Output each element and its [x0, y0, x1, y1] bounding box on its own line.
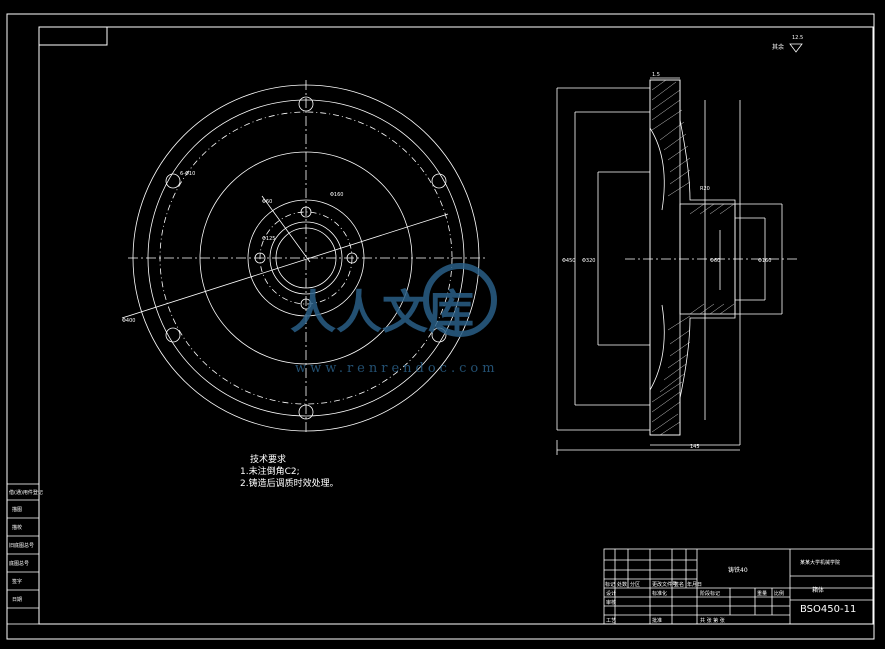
- title-row-label-1: 处数: [617, 581, 627, 588]
- title-institution: 某某大学机械学院: [800, 559, 840, 566]
- title-material: 铸铁40: [728, 566, 748, 574]
- dim-side-top: 1.5: [652, 72, 660, 78]
- title-process-label: 工艺: [606, 618, 616, 624]
- dim-side-mid: Φ320: [582, 258, 595, 264]
- side-view-dimensions: 1.5 Φ450 Φ320 Φ160 Φ60 R20 145: [562, 72, 771, 450]
- title-sheet-label: 共 张 第 张: [700, 617, 725, 624]
- roughness-symbol: 其余 12.5: [772, 35, 803, 53]
- title-stage-label: 阶段标记: [700, 590, 720, 597]
- front-view-dimensions: 6-Φ10 Φ400 Φ160 Φ60 Φ125: [122, 171, 343, 324]
- watermark-brand: 人人文库: [290, 285, 474, 339]
- title-row-label-0: 标记: [605, 581, 615, 588]
- hub-holes: [254, 206, 358, 310]
- dim-side-large: Φ450: [562, 258, 575, 264]
- title-approve-label: 批准: [652, 617, 662, 624]
- title-row-label-3: 更改文件号: [652, 581, 677, 588]
- roughness-value: 12.5: [792, 35, 803, 41]
- dim-side-bottom: 145: [690, 444, 700, 450]
- side-stamp-labels: 借(通)用件登记 描图 描校 旧底图总号 底图总号 签字 日期: [9, 489, 43, 603]
- dim-front-inner: Φ125: [262, 236, 275, 242]
- title-standardization-label: 标准化: [652, 590, 667, 597]
- title-drawing-number: BSO450-11: [800, 604, 856, 615]
- title-row-label-2: 分区: [630, 581, 640, 588]
- stamp-label-5: 签字: [12, 578, 22, 585]
- title-weight-label: 重量: [757, 590, 767, 597]
- stamp-label-2: 描校: [12, 524, 22, 531]
- tech-req-item-1: 1.未注倒角C2;: [240, 465, 300, 477]
- title-scale-label: 比例: [774, 590, 784, 597]
- dim-side-bore: Φ160: [758, 258, 771, 264]
- front-view: [121, 80, 486, 432]
- drawing-frame: [6, 13, 875, 640]
- title-design-label: 设计: [606, 590, 616, 597]
- title-row-label-4: 签名: [674, 581, 684, 588]
- watermark-url: www.renrendoc.com: [295, 361, 499, 376]
- dim-front-small: Φ60: [262, 199, 272, 205]
- watermark: 人人文库 www.renrendoc.com: [290, 263, 499, 376]
- side-view: [556, 77, 800, 455]
- section-hatching: [651, 79, 735, 436]
- stamp-label-6: 日期: [12, 597, 22, 603]
- dim-side-hub: Φ60: [710, 258, 720, 264]
- title-review-label: 审核: [606, 599, 616, 606]
- title-block-text: 铸铁40 某某大学机械学院 箱体 BSO450-11 标记 处数 分区 更改文件…: [605, 559, 856, 624]
- title-block: [603, 548, 874, 625]
- stamp-label-4: 底图总号: [9, 560, 29, 567]
- dim-front-pcd: Φ400: [122, 318, 135, 324]
- tech-req-item-2: 2.铸造后调质时效处理。: [240, 477, 339, 489]
- roughness-label: 其余: [772, 43, 784, 51]
- title-row-label-5: 年月日: [687, 581, 702, 588]
- dim-front-center: Φ160: [330, 192, 343, 198]
- stamp-label-0: 借(通)用件登记: [9, 489, 43, 496]
- stamp-label-3: 旧底图总号: [9, 542, 34, 549]
- dim-side-radius: R20: [700, 186, 710, 192]
- stamp-label-1: 描图: [12, 506, 22, 513]
- tech-req-title: 技术要求: [250, 453, 286, 465]
- tech-requirements: 技术要求 1.未注倒角C2; 2.铸造后调质时效处理。: [240, 453, 339, 489]
- title-part-name: 箱体: [812, 586, 824, 594]
- dim-front-hole: 6-Φ10: [180, 171, 195, 177]
- side-stamp-block: [6, 483, 40, 625]
